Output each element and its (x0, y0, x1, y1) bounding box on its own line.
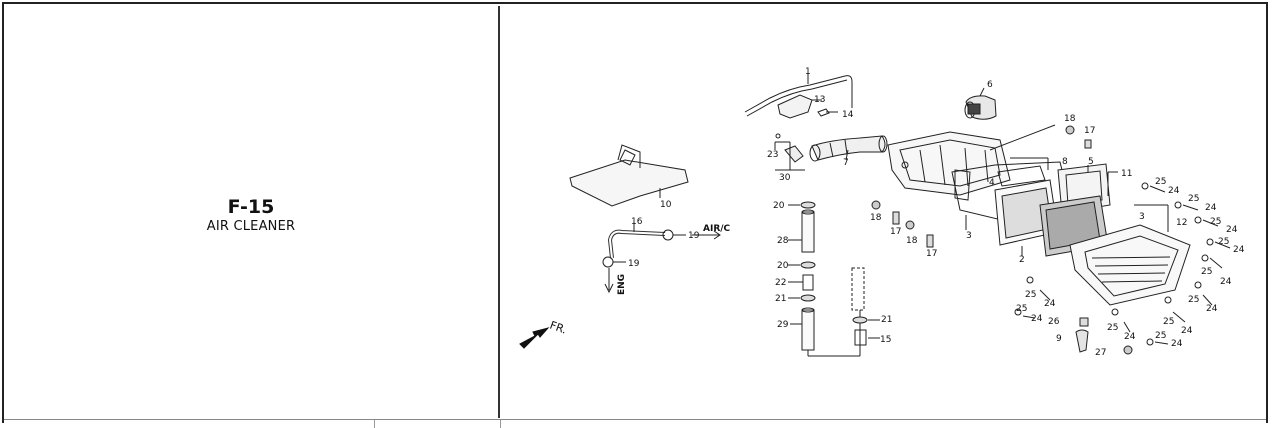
part-label: 3 (966, 231, 972, 241)
part-label: 17 (890, 227, 901, 237)
part-label: 25 (1025, 290, 1036, 300)
front-direction-arrow-icon (519, 327, 550, 349)
part-label: 29 (777, 320, 789, 330)
part-label: 25 (1163, 317, 1174, 327)
part-label: 10 (660, 200, 672, 210)
part-label: 16 (631, 217, 643, 227)
part-label: 19 (628, 259, 640, 269)
part-label: 23 (767, 150, 778, 160)
part-label: 4 (989, 178, 995, 188)
drain-tube-assembly (788, 201, 861, 357)
table-cell (374, 420, 501, 428)
section-header-panel: F-15 AIR CLEANER (4, 6, 498, 417)
part-label: 11 (1121, 169, 1132, 179)
page-frame (2, 2, 1268, 423)
part-label: 25 (1155, 177, 1166, 187)
section-title: AIR CLEANER (206, 219, 296, 234)
part-label: 17 (1084, 126, 1095, 136)
part-label: 8 (1062, 157, 1068, 167)
part-label: 30 (779, 173, 791, 183)
part-label: 20 (773, 201, 785, 211)
part-label: 20 (777, 261, 789, 271)
part-label: 7 (843, 158, 849, 168)
part-label: 15 (880, 335, 891, 345)
part-label: 13 (814, 95, 825, 105)
part-label: 9 (1056, 334, 1062, 344)
part-label: 28 (777, 236, 789, 246)
part-label: 26 (1048, 317, 1060, 327)
part-label: 25 (1188, 194, 1199, 204)
part-label: 25 (1201, 267, 1212, 277)
drain-hose-part (602, 222, 721, 294)
air-cleaner-direction-label: AIR/C (703, 224, 731, 234)
part-label: 25 (1188, 295, 1199, 305)
part-label: 24 (1205, 203, 1217, 213)
breather-tube-part (744, 73, 853, 117)
part-label: 22 (775, 278, 786, 288)
section-code: F-15 (227, 196, 275, 218)
part-label: 17 (926, 249, 937, 259)
part-label: 24 (1044, 299, 1056, 309)
tray-part (569, 144, 689, 207)
part-label: 1 (805, 67, 811, 77)
part-label: 21 (775, 294, 786, 304)
part-label: 24 (1124, 332, 1136, 342)
screw-group (1014, 182, 1231, 355)
part-label: 24 (1181, 326, 1193, 336)
part-label: 2 (1019, 255, 1025, 265)
part-label: 6 (987, 80, 993, 90)
part-label: 21 (881, 315, 892, 325)
part-label: 25 (1155, 331, 1166, 341)
exploded-parts-diagram: 1 2 3 3 4 5 6 7 8 9 10 11 12 13 14 15 16… (501, 6, 1266, 418)
part-label: 25 (1107, 323, 1118, 333)
part-label: 25 (1016, 304, 1027, 314)
seal-part (997, 165, 1046, 187)
front-direction-label: FR. (548, 319, 568, 337)
tube-clip-part (777, 94, 838, 119)
drain-plug-assembly (851, 267, 880, 346)
table-cell (500, 420, 501, 428)
filter-element-part (994, 179, 1059, 256)
part-label: 27 (1095, 348, 1106, 358)
part-label: 12 (1176, 218, 1187, 228)
part-label: 24 (1031, 314, 1043, 324)
air-cleaner-cover-part (1069, 204, 1191, 306)
bolt-group (871, 125, 1092, 248)
intake-duct-part (809, 135, 888, 162)
part-label: 18 (870, 213, 882, 223)
part-label: 24 (1168, 186, 1180, 196)
part-label: 19 (688, 231, 700, 241)
part-label: 3 (1139, 212, 1145, 222)
part-label: 18 (906, 236, 918, 246)
part-label: 24 (1220, 277, 1232, 287)
part-label: 18 (1064, 114, 1076, 124)
engine-direction-label: ENG (617, 274, 627, 295)
sensor-part (774, 133, 805, 171)
part-label: 5 (1088, 157, 1094, 167)
part-label: 14 (842, 110, 854, 120)
air-cleaner-case-part (887, 124, 1056, 201)
air-funnel-part (964, 87, 997, 120)
part-label: 24 (1206, 304, 1218, 314)
part-label: 25 (1218, 237, 1229, 247)
part-label: 24 (1226, 225, 1238, 235)
part-label: 25 (1210, 217, 1221, 227)
bottom-table-strip (4, 419, 1266, 428)
part-label: 24 (1233, 245, 1245, 255)
panel-divider (498, 6, 500, 418)
part-label: 24 (1171, 339, 1183, 349)
